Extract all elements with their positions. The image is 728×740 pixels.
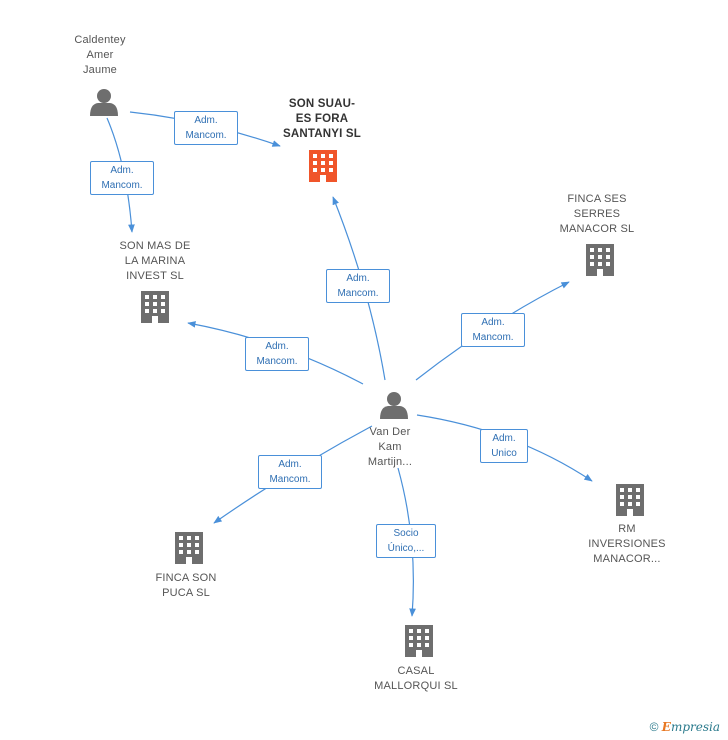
node-label-son-mas[interactable]: SON MAS DE LA MARINA INVEST SL [119, 240, 191, 282]
node-label-son-suau[interactable]: SON SUAU- ES FORA SANTANYI SL [282, 98, 362, 140]
edge-label-van-casal: Socio Único,... [376, 524, 436, 558]
node-label-rm-inversiones[interactable]: RM INVERSIONES MANACOR... [588, 523, 666, 565]
edge-label-van-son-mas: Adm. Mancom. [245, 337, 309, 371]
copyright-symbol: © [649, 720, 659, 734]
edge-label-caldentey-son-mas: Adm. Mancom. [90, 161, 154, 195]
copyright-notice: © Empresia [650, 720, 720, 734]
person-icon[interactable] [90, 89, 118, 116]
person-icon[interactable] [380, 392, 408, 419]
node-label-finca-ses-serres[interactable]: FINCA SES SERRES MANACOR SL [559, 193, 635, 235]
node-label-finca-son-puca[interactable]: FINCA SON PUCA SL [155, 572, 217, 599]
node-label-casal-mallorqui[interactable]: CASAL MALLORQUI SL [374, 665, 458, 692]
node-label-caldentey[interactable]: Caldentey Amer Jaume [74, 34, 126, 76]
edge-label-van-finca-ses-serres: Adm. Mancom. [461, 313, 525, 347]
building-icon-highlight[interactable] [309, 150, 337, 182]
building-icon[interactable] [175, 532, 203, 564]
edge-label-van-finca-son-puca: Adm. Mancom. [258, 455, 322, 489]
brand-logo[interactable]: Empresia [661, 720, 720, 734]
building-icon[interactable] [616, 484, 644, 516]
edge-label-van-rm: Adm. Unico [480, 429, 528, 463]
node-label-van-der-kam[interactable]: Van Der Kam Martijn... [367, 426, 413, 468]
edge-label-van-son-suau: Adm. Mancom. [326, 269, 390, 303]
building-icon[interactable] [141, 291, 169, 323]
building-icon[interactable] [405, 625, 433, 657]
edge-label-caldentey-son-suau: Adm. Mancom. [174, 111, 238, 145]
building-icon[interactable] [586, 244, 614, 276]
